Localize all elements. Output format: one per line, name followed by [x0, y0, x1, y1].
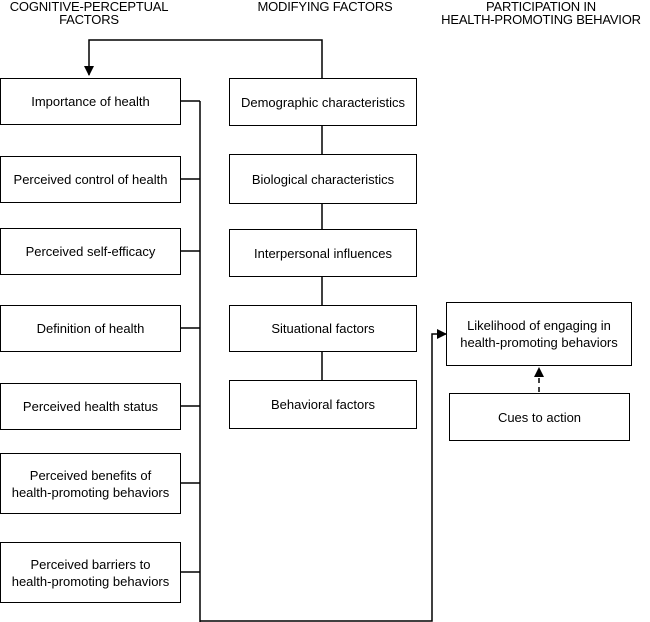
header-modifying-factors: MODIFYING FACTORS [257, 0, 393, 14]
top-feedback-arrow [84, 39, 323, 78]
header-cognitive-perceptual-factors: COGNITIVE-PERCEPTUAL FACTORS [9, 0, 169, 27]
box-situational-factors: Situational factors [229, 305, 417, 352]
box-perceived-control-of-health: Perceived control of health [0, 156, 181, 203]
box-perceived-barriers: Perceived barriers to health-promoting b… [0, 542, 181, 603]
box-importance-of-health: Importance of health [0, 78, 181, 125]
box-interpersonal-influences: Interpersonal influences [229, 229, 417, 277]
box-cues-to-action: Cues to action [449, 393, 630, 441]
box-demographic-characteristics: Demographic characteristics [229, 78, 417, 126]
box-definition-of-health: Definition of health [0, 305, 181, 352]
header-participation: PARTICIPATION IN HEALTH-PROMOTING BEHAVI… [441, 0, 641, 27]
box-likelihood-of-engaging: Likelihood of engaging in health-promoti… [446, 302, 632, 366]
box-biological-characteristics: Biological characteristics [229, 154, 417, 204]
box-behavioral-factors: Behavioral factors [229, 380, 417, 429]
box-perceived-self-efficacy: Perceived self-efficacy [0, 228, 181, 275]
outcome-arrow [200, 329, 447, 622]
box-perceived-health-status: Perceived health status [0, 383, 181, 430]
box-perceived-benefits: Perceived benefits of health-promoting b… [0, 453, 181, 514]
